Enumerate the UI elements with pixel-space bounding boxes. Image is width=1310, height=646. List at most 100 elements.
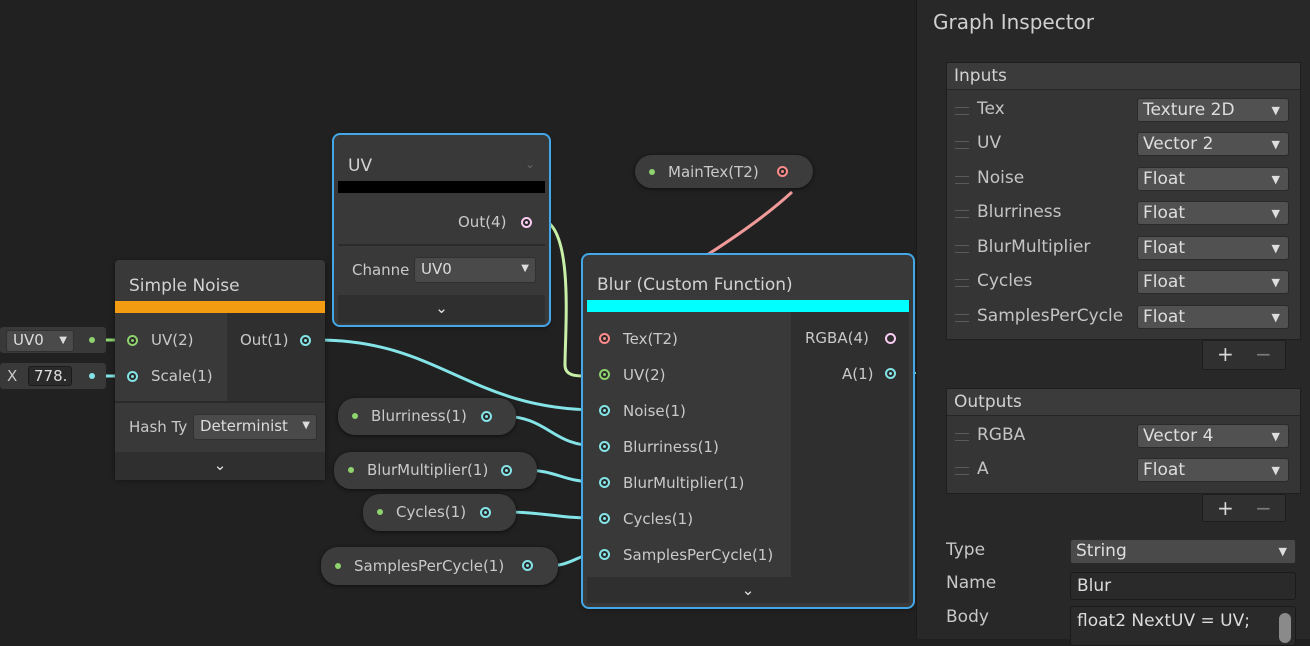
channel-dropdown[interactable]: UV0▼ [414,257,536,283]
noise-scale-port[interactable] [127,371,138,382]
simple-noise-expand-button[interactable]: ⌄ [115,452,325,480]
uv-collapse-icon[interactable]: ⌄ [524,157,535,171]
tex-input-port[interactable] [599,333,610,344]
drag-handle-icon[interactable] [955,433,969,441]
input-type-dropdown[interactable]: Float▼ [1137,201,1289,225]
remove-input-button[interactable]: − [1255,342,1272,366]
cycles-out-port[interactable] [480,507,491,518]
samples-bullet-icon [335,563,341,569]
output-row-a[interactable]: A Float▼ [947,453,1300,487]
blurmultiplier-input-port[interactable] [599,477,610,488]
name-input[interactable]: Blur [1070,572,1296,600]
maintex-property-node[interactable]: MainTex(T2) [635,155,813,188]
drag-handle-icon[interactable] [955,141,969,149]
channel-label: Channe [352,261,410,279]
drag-handle-icon[interactable] [955,245,969,253]
chevron-down-icon: ▼ [1271,242,1280,255]
blurriness-out-port[interactable] [481,411,492,422]
scale-axis-label: X [7,367,18,385]
input-type-dropdown[interactable]: Vector 2▼ [1137,132,1289,156]
blurmultiplier-out-port[interactable] [501,465,512,476]
blurriness-input-port[interactable] [599,441,610,452]
noise-out-label: Out(1) [240,331,289,349]
cycles-property-node[interactable]: Cycles(1) [363,494,516,531]
output-name: A [977,459,989,479]
outputs-add-remove: + − [1202,494,1286,522]
input-type-dropdown[interactable]: Texture 2D▼ [1137,98,1289,122]
custom-function-expand-button[interactable]: ⌄ [587,577,909,603]
body-textarea[interactable]: float2 NextUV = UV; [1070,606,1296,646]
remove-output-button[interactable]: − [1255,496,1272,520]
graph-canvas[interactable]: UV0▼ X 778. Simple Noise UV(2) Scale(1) … [0,0,916,639]
drag-handle-icon[interactable] [955,107,969,115]
input-row-tex[interactable]: Tex Texture 2D▼ [947,93,1300,127]
noise-output-area [227,313,325,401]
drag-handle-icon[interactable] [955,279,969,287]
chevron-down-icon: ▼ [1271,464,1280,477]
rgba-output-label: RGBA(4) [805,329,869,347]
add-output-button[interactable]: + [1217,496,1234,520]
hash-type-dropdown[interactable]: Determinist▼ [193,414,317,440]
drag-handle-icon[interactable] [955,467,969,475]
noise-input-label: Noise(1) [623,402,686,420]
scale-default-pill[interactable]: X 778. [0,363,106,389]
drag-handle-icon[interactable] [955,210,969,218]
simple-noise-node[interactable]: Simple Noise UV(2) Scale(1) Out(1) Hash … [115,260,325,480]
drag-handle-icon[interactable] [955,314,969,322]
simple-noise-color-bar [115,301,325,313]
blurmultiplier-property-node[interactable]: BlurMultiplier(1) [334,452,537,489]
drag-handle-icon[interactable] [955,176,969,184]
chevron-down-icon: ⌄ [435,299,448,317]
output-type-dropdown[interactable]: Vector 4▼ [1137,424,1289,448]
input-type-dropdown[interactable]: Float▼ [1137,305,1289,329]
samples-input-port[interactable] [599,549,610,560]
type-value: String [1076,541,1127,561]
samples-out-port[interactable] [522,560,533,571]
uv-input-port[interactable] [599,369,610,380]
input-name: Tex [977,99,1005,119]
uv-expand-button[interactable]: ⌄ [338,295,545,323]
inputs-add-remove: + − [1202,340,1286,370]
uv-default-pill[interactable]: UV0▼ [0,327,106,353]
blurriness-property-node[interactable]: Blurriness(1) [338,398,516,435]
rgba-output-port[interactable] [885,333,896,344]
cycles-input-label: Cycles(1) [623,510,694,528]
noise-input-port[interactable] [599,405,610,416]
type-dropdown[interactable]: String▼ [1070,539,1296,564]
uv-default-dropdown[interactable]: UV0▼ [6,330,74,352]
blurriness-bullet-icon [352,413,358,419]
body-scrollbar[interactable] [1279,613,1291,643]
output-type-dropdown[interactable]: Float▼ [1137,458,1289,482]
samples-property-node[interactable]: SamplesPerCycle(1) [321,547,558,585]
uv-node[interactable]: UV ⌄ Out(4) Channe UV0▼ ⌄ [332,133,551,327]
input-type-dropdown[interactable]: Float▼ [1137,270,1289,294]
chevron-down-icon: ⌄ [741,581,755,599]
input-type-dropdown[interactable]: Float▼ [1137,236,1289,260]
scale-value-field[interactable]: 778. [28,366,72,386]
input-type-dropdown[interactable]: Float▼ [1137,167,1289,191]
a-output-port[interactable] [885,368,896,379]
uv-settings-divider [338,244,545,246]
add-input-button[interactable]: + [1217,342,1234,366]
chevron-down-icon: ⌄ [213,456,227,474]
chevron-down-icon: ▼ [1271,104,1280,117]
a-output-label: A(1) [842,365,874,383]
noise-settings-divider [115,401,325,403]
input-type-value: Float [1143,169,1185,189]
maintex-out-port[interactable] [777,166,788,177]
noise-uv-port[interactable] [127,335,138,346]
channel-value: UV0 [421,260,452,278]
chevron-down-icon: ▼ [1271,138,1280,151]
uv-out-port[interactable] [521,217,532,228]
noise-out-port[interactable] [300,335,311,346]
cycles-input-port[interactable] [599,513,610,524]
blur-custom-function-node[interactable]: Blur (Custom Function) Tex(T2) UV(2) Noi… [581,253,915,609]
